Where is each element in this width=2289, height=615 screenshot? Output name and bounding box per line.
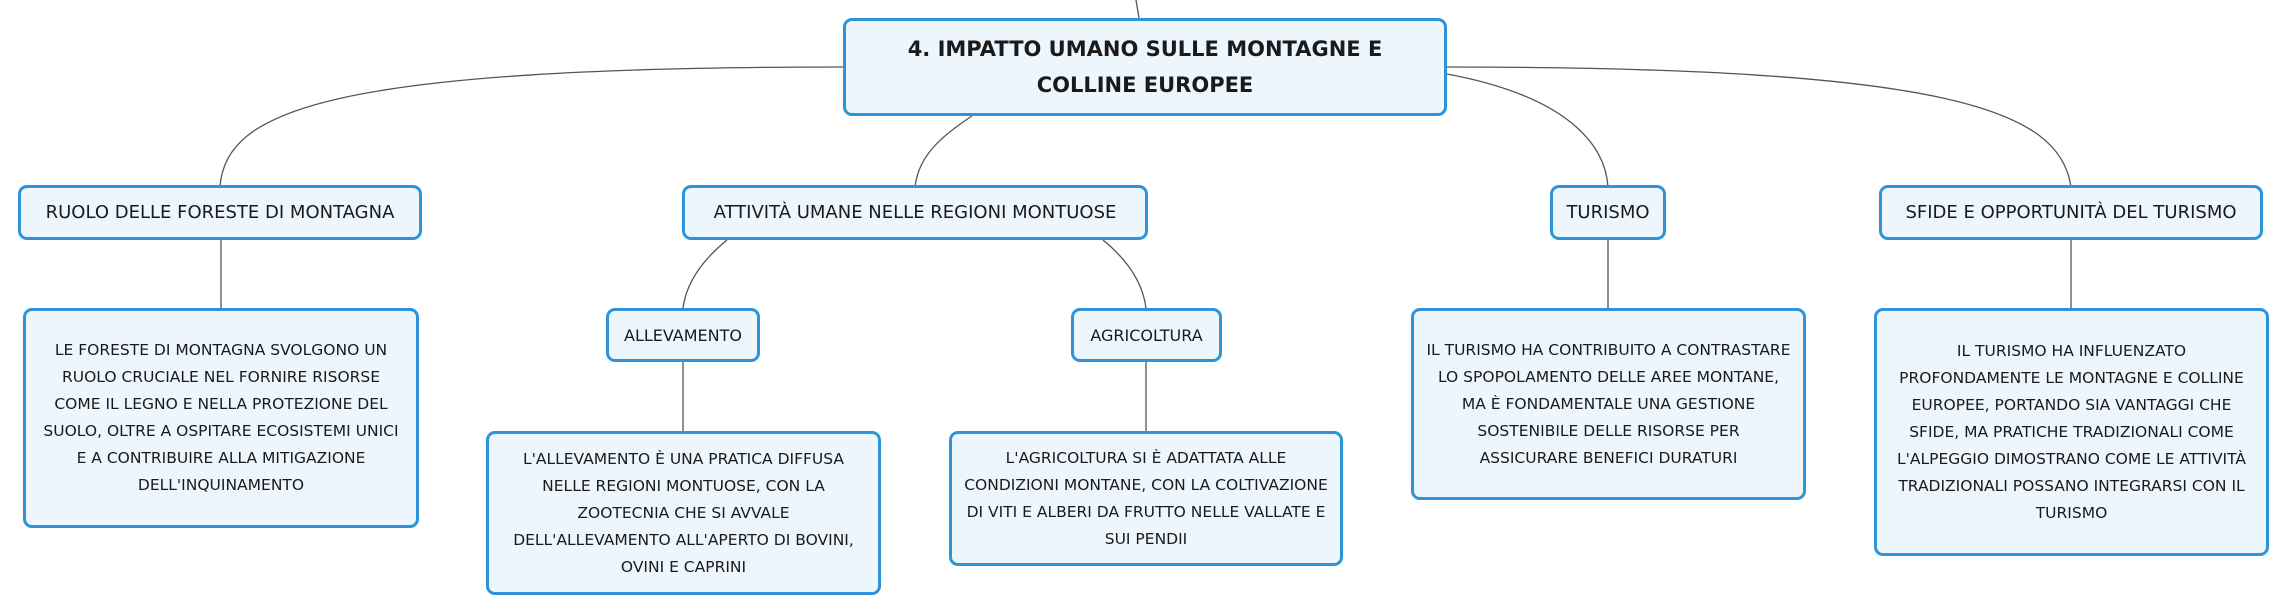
subtopic-allevamento[interactable]: ALLEVAMENTO (606, 308, 760, 362)
detail-foreste-text: LE FORESTE DI MONTAGNA SVOLGONO UN RUOLO… (43, 341, 399, 494)
topic-sfide[interactable]: SFIDE E OPPORTUNITÀ DEL TURISMO (1879, 185, 2263, 240)
topic-foreste[interactable]: RUOLO DELLE FORESTE DI MONTAGNA (18, 185, 422, 240)
detail-allevamento-text: L'ALLEVAMENTO È UNA PRATICA DIFFUSA NELL… (513, 449, 854, 576)
connector-root-sfide (1444, 66, 2072, 188)
detail-sfide[interactable]: IL TURISMO HA INFLUENZATO PROFONDAMENTE … (1874, 308, 2269, 556)
detail-sfide-text: IL TURISMO HA INFLUENZATO PROFONDAMENTE … (1897, 341, 2246, 522)
subtopic-agricoltura-label: AGRICOLTURA (1090, 325, 1203, 345)
topic-attivita-label: ATTIVITÀ UMANE NELLE REGIONI MONTUOSE (713, 202, 1117, 223)
connector-attivita-agricoltura (1102, 239, 1147, 309)
detail-agricoltura-text: L'AGRICOLTURA SI È ADATTATA ALLE CONDIZI… (964, 448, 1328, 548)
topic-sfide-label: SFIDE E OPPORTUNITÀ DEL TURISMO (1905, 202, 2237, 223)
root-node[interactable]: 4. IMPATTO UMANO SULLE MONTAGNE E COLLIN… (843, 18, 1447, 116)
subtopic-agricoltura[interactable]: AGRICOLTURA (1071, 308, 1222, 362)
detail-foreste[interactable]: LE FORESTE DI MONTAGNA SVOLGONO UN RUOLO… (23, 308, 419, 528)
connector-root-foreste (219, 66, 846, 188)
detail-agricoltura[interactable]: L'AGRICOLTURA SI È ADATTATA ALLE CONDIZI… (949, 431, 1343, 566)
detail-allevamento[interactable]: L'ALLEVAMENTO È UNA PRATICA DIFFUSA NELL… (486, 431, 881, 595)
subtopic-allevamento-label: ALLEVAMENTO (624, 325, 742, 345)
root-title: 4. IMPATTO UMANO SULLE MONTAGNE E COLLIN… (907, 37, 1383, 97)
detail-turismo-text: IL TURISMO HA CONTRIBUITO A CONTRASTARE … (1426, 340, 1791, 467)
topic-turismo-label: TURISMO (1566, 202, 1650, 223)
connector-root-turismo (1446, 73, 1609, 188)
topic-attivita[interactable]: ATTIVITÀ UMANE NELLE REGIONI MONTUOSE (682, 185, 1148, 240)
topic-turismo[interactable]: TURISMO (1550, 185, 1666, 240)
detail-turismo[interactable]: IL TURISMO HA CONTRIBUITO A CONTRASTARE … (1411, 308, 1806, 500)
connector-root-parent (1135, 0, 1140, 19)
connector-root-attivita (914, 115, 973, 188)
topic-foreste-label: RUOLO DELLE FORESTE DI MONTAGNA (45, 202, 395, 223)
connector-attivita-allevamento (682, 239, 728, 309)
